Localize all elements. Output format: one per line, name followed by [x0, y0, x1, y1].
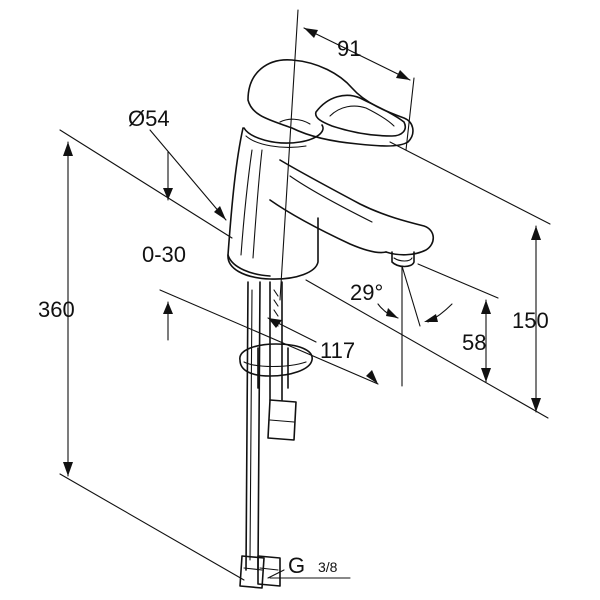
dimension-base-diameter: Ø54	[128, 106, 227, 221]
label-thread-fraction: 3/8	[318, 559, 338, 575]
dimension-spout-angle: 29°	[350, 265, 453, 387]
supply-hoses	[245, 281, 297, 571]
faucet-body	[227, 124, 324, 280]
fixing-bracket	[239, 343, 313, 389]
label-thread-g: G	[288, 553, 305, 578]
hose-end-fittings	[239, 555, 281, 589]
dimension-body-height: 150	[305, 141, 551, 419]
dimension-connection-thread: G 3/8	[267, 553, 351, 579]
label-91: 91	[337, 36, 361, 61]
label-360: 360	[38, 297, 75, 322]
dimension-overall-height: 360	[38, 129, 245, 581]
faucet-spout	[269, 159, 435, 268]
dimension-fixing-length: 117	[159, 289, 379, 385]
label-0-30: 0-30	[142, 242, 186, 267]
label-58: 58	[462, 330, 486, 355]
dimension-spout-projection: 91	[279, 9, 415, 301]
label-diameter-54: Ø54	[128, 106, 170, 131]
label-117: 117	[320, 338, 355, 363]
faucet-lever-handle	[247, 59, 414, 147]
dimension-height-adjust: 0-30	[142, 151, 186, 341]
dimension-spout-clearance: 58	[417, 263, 499, 383]
label-150: 150	[512, 308, 549, 333]
label-29-degrees: 29°	[350, 280, 383, 305]
